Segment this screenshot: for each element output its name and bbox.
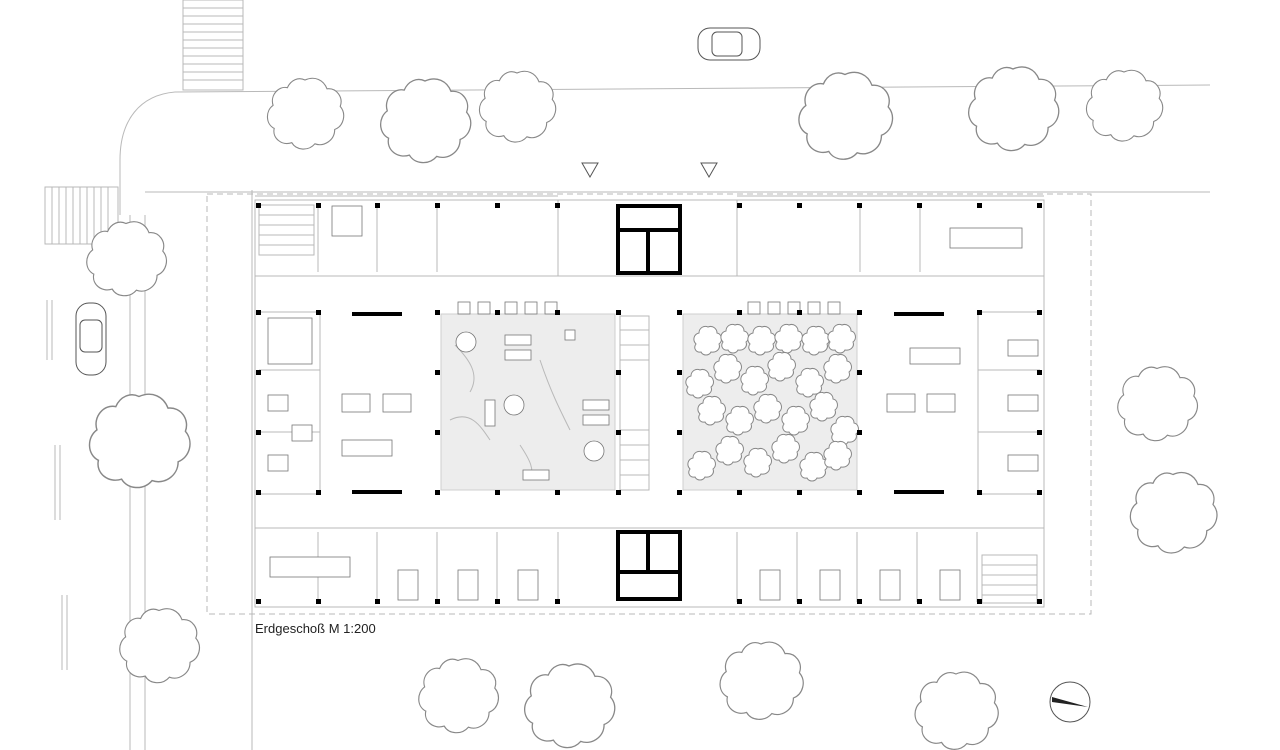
courtyard-west bbox=[440, 313, 616, 491]
car-icon bbox=[75, 302, 107, 376]
building bbox=[254, 195, 1045, 608]
drawing-caption: Erdgeschoß M 1:200 bbox=[255, 621, 376, 636]
structural-walls bbox=[352, 204, 944, 601]
street-trees bbox=[86, 66, 1218, 750]
crosswalk-north bbox=[182, 0, 244, 91]
car-icon bbox=[697, 27, 761, 61]
entrance-triangle-icon bbox=[581, 162, 718, 179]
site-lines bbox=[46, 84, 1211, 750]
columns bbox=[256, 203, 1042, 604]
north-arrow-icon bbox=[1049, 681, 1091, 723]
courtyard-east bbox=[682, 313, 859, 491]
furniture bbox=[267, 205, 1039, 601]
